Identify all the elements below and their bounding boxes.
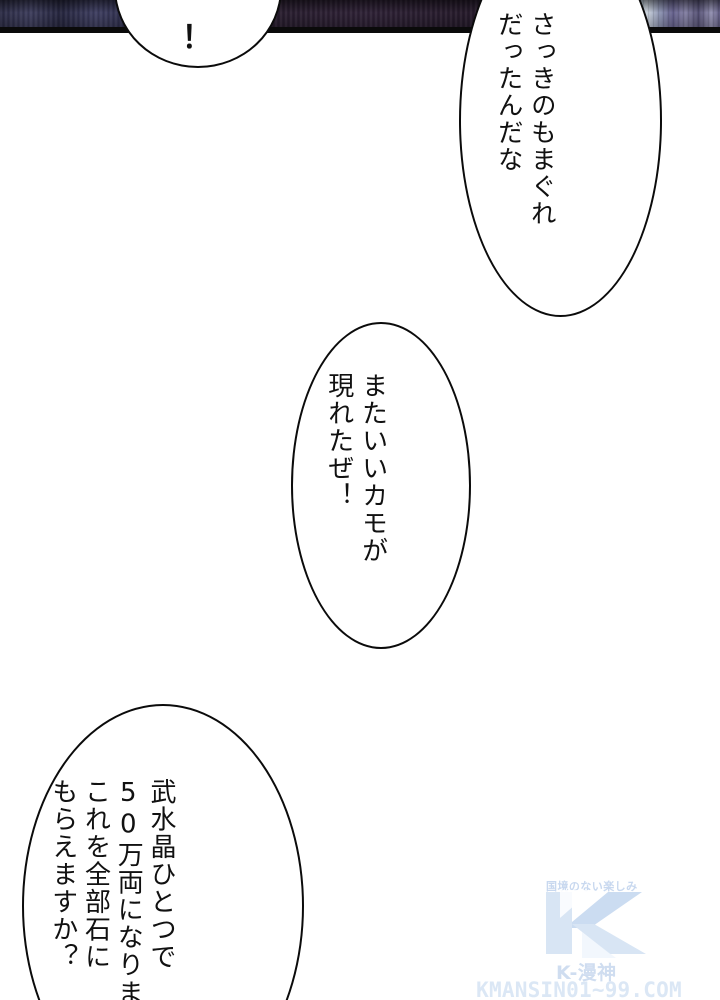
speech-bubble-price-question: 武水晶ひとつで 50万両になりま これを全部石に もらえますか？ [22, 704, 304, 1000]
speech-bubble-kamo-text: またいいカモが 現れたぜ！ [323, 372, 388, 565]
speech-bubble-sakki: さっきのもまぐれ だったんだな [459, 0, 662, 317]
watermark-k-logo-icon [546, 890, 646, 958]
speech-bubble-sakki-text: さっきのもまぐれ だったんだな [493, 11, 557, 228]
watermark-brand: K-漫神 [556, 962, 617, 984]
site-watermark: 国境のない楽しみ K-漫神 KMANSIN01~99.COM [438, 878, 720, 1000]
watermark-tagline: 国境のない楽しみ [546, 880, 638, 893]
speech-bubble-exclamation-text: ！ [181, 19, 215, 56]
speech-bubble-price-question-text: 武水晶ひとつで 50万両になりま これを全部石に もらえますか？ [47, 778, 176, 1000]
speech-bubble-kamo: またいいカモが 現れたぜ！ [291, 322, 471, 649]
speech-bubble-exclamation: ！ [114, 0, 282, 68]
watermark-url: KMANSIN01~99.COM [476, 978, 682, 1000]
